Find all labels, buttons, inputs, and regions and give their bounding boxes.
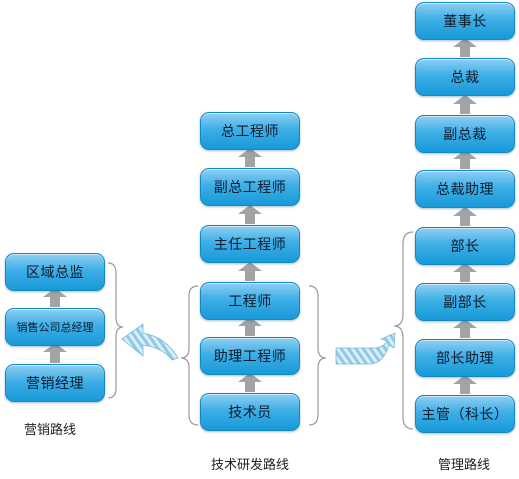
connector-arrow [453, 263, 477, 282]
management-node-chairman: 董事长 [415, 2, 515, 40]
connector-arrow [453, 319, 477, 338]
connector-arrow [238, 205, 262, 224]
tech-node-chief-engineer-director: 主任工程师 [200, 225, 300, 263]
transition-arrow-to-management [335, 332, 396, 365]
sales-connectors [43, 288, 67, 363]
transition-arrow-to-sales [121, 323, 179, 361]
connector-arrow [238, 373, 262, 392]
connector-arrow [453, 38, 477, 57]
connector-arrow [453, 95, 477, 114]
tech-node-assistant-engineer: 助理工程师 [200, 337, 300, 375]
connector-arrow [453, 375, 477, 394]
sales-track-caption: 营销路线 [24, 423, 77, 438]
management-node-president: 总裁 [415, 58, 515, 96]
management-node-dept-head: 部长 [415, 227, 515, 265]
management-connectors [453, 38, 477, 394]
connector-arrow [43, 343, 67, 363]
connector-arrow [453, 150, 477, 169]
connector-arrow [453, 207, 477, 226]
connector-arrow [238, 317, 262, 336]
management-node-assistant-dept-head: 部长助理 [415, 339, 515, 377]
sales-node-marketing-manager: 营销经理 [5, 364, 105, 402]
tech-node-technician: 技术员 [200, 393, 300, 431]
management-node-president-assistant: 总裁助理 [415, 170, 515, 208]
management-node-vice-president: 副总裁 [415, 115, 515, 153]
management-node-supervisor: 主管（科长） [415, 395, 515, 433]
sales-node-sales-company-gm: 销售公司总经理 [5, 308, 105, 346]
tech-node-engineer: 工程师 [200, 282, 300, 320]
tech-node-deputy-chief-engineer: 副总工程师 [200, 168, 300, 206]
tech-right-brace [308, 285, 327, 426]
management-node-deputy-dept-head: 副部长 [415, 283, 515, 321]
sales-node-regional-director: 区域总监 [5, 253, 105, 291]
tech-node-chief-engineer: 总工程师 [200, 112, 300, 150]
connector-arrow [238, 148, 262, 167]
connector-arrow [43, 288, 67, 307]
management-track-caption: 管理路线 [438, 458, 491, 473]
sales-right-brace [107, 262, 124, 399]
tech-connectors [238, 148, 262, 392]
brackets [107, 231, 414, 430]
connector-arrow [238, 262, 262, 281]
tech-left-brace [180, 285, 199, 426]
tech-track-caption: 技术研发路线 [211, 458, 290, 473]
management-left-brace [393, 231, 414, 430]
